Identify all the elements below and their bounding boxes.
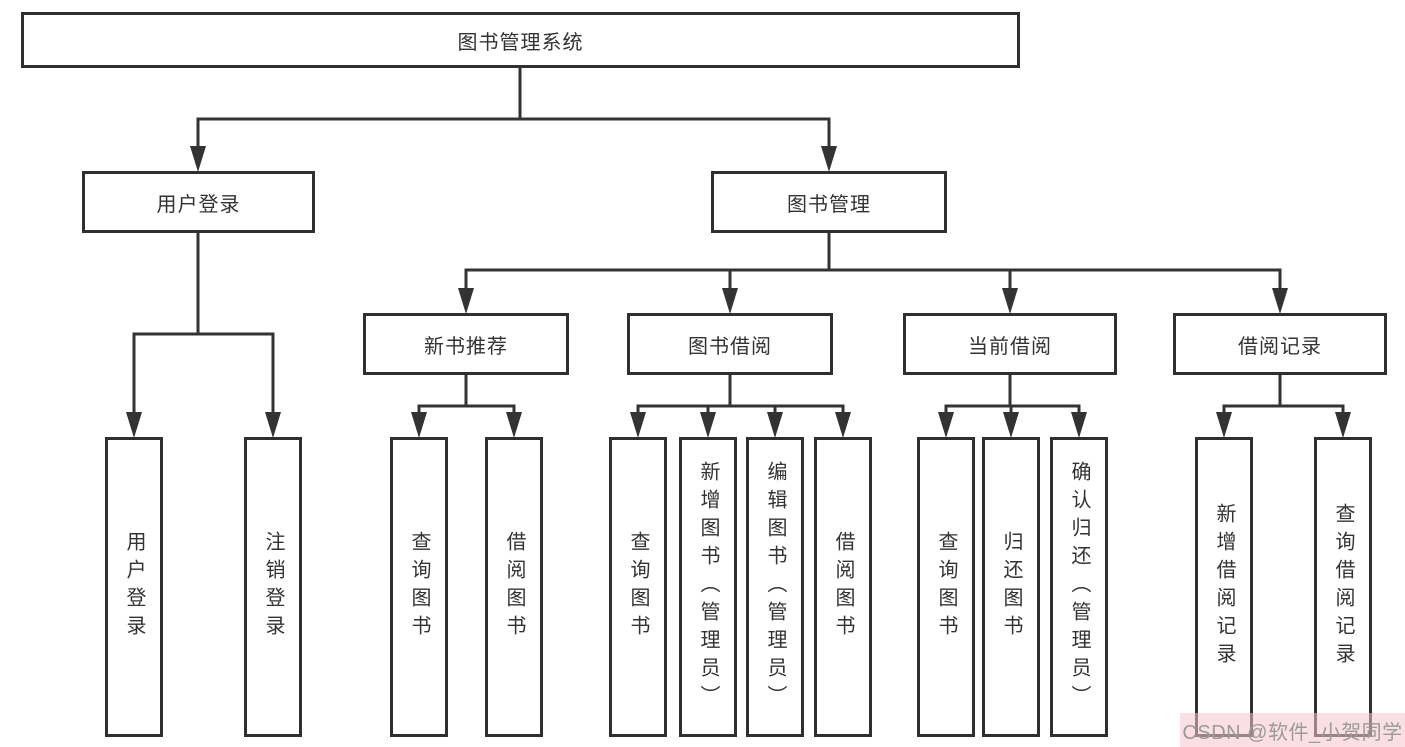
node-label: 新书推荐 — [424, 335, 508, 358]
leaf-user-login: 用户登录 — [105, 437, 163, 737]
leaf-label: 查询图书 — [408, 531, 430, 643]
node-current-borrowing: 当前借阅 — [903, 313, 1117, 375]
node-borrowing-records: 借阅记录 — [1173, 313, 1387, 375]
node-label: 当前借阅 — [968, 335, 1052, 358]
leaf-query-books: 查询图书 — [917, 437, 975, 737]
leaf-query-books: 查询图书 — [609, 437, 667, 737]
leaf-label: 编辑图书（管理员） — [764, 461, 786, 713]
leaf-logout: 注销登录 — [244, 437, 302, 737]
leaf-label: 新增图书（管理员） — [697, 461, 719, 713]
node-label: 借阅记录 — [1238, 335, 1322, 358]
csdn-watermark: CSDN @软件_小贺同学 — [1180, 713, 1405, 747]
watermark-text: CSDN @软件_小贺同学 — [1182, 721, 1403, 744]
node-label: 用户登录 — [156, 193, 241, 216]
node-label: 图书管理 — [787, 193, 871, 216]
leaf-label: 新增借阅记录 — [1213, 503, 1235, 671]
leaf-label: 归还图书 — [1000, 531, 1022, 643]
leaf-add-borrow-record: 新增借阅记录 — [1195, 437, 1253, 737]
node-book-management: 图书管理 — [711, 171, 947, 233]
leaf-borrow-books: 借阅图书 — [814, 437, 872, 737]
node-library-system: 图书管理系统 — [21, 12, 1020, 68]
leaf-edit-books-admin: 编辑图书（管理员） — [746, 437, 804, 737]
leaf-confirm-return-admin: 确认归还（管理员） — [1050, 437, 1108, 737]
node-user-login: 用户登录 — [82, 171, 315, 233]
node-book-borrowing: 图书借阅 — [627, 313, 833, 375]
node-label: 图书管理系统 — [457, 31, 584, 54]
leaf-label: 借阅图书 — [503, 531, 525, 643]
leaf-label: 查询图书 — [627, 531, 649, 643]
leaf-label: 用户登录 — [123, 531, 145, 643]
node-new-book-recommend: 新书推荐 — [363, 313, 569, 375]
leaf-add-books-admin: 新增图书（管理员） — [679, 437, 737, 737]
leaf-label: 确认归还（管理员） — [1068, 461, 1090, 713]
node-label: 图书借阅 — [688, 335, 772, 358]
leaf-return-books: 归还图书 — [982, 437, 1040, 737]
leaf-label: 借阅图书 — [832, 531, 854, 643]
leaf-query-borrow-record: 查询借阅记录 — [1314, 437, 1372, 737]
leaf-label: 查询借阅记录 — [1332, 503, 1354, 671]
leaf-borrow-books: 借阅图书 — [485, 437, 543, 737]
leaf-label: 注销登录 — [262, 531, 284, 643]
leaf-label: 查询图书 — [935, 531, 957, 643]
leaf-query-books: 查询图书 — [390, 437, 448, 737]
